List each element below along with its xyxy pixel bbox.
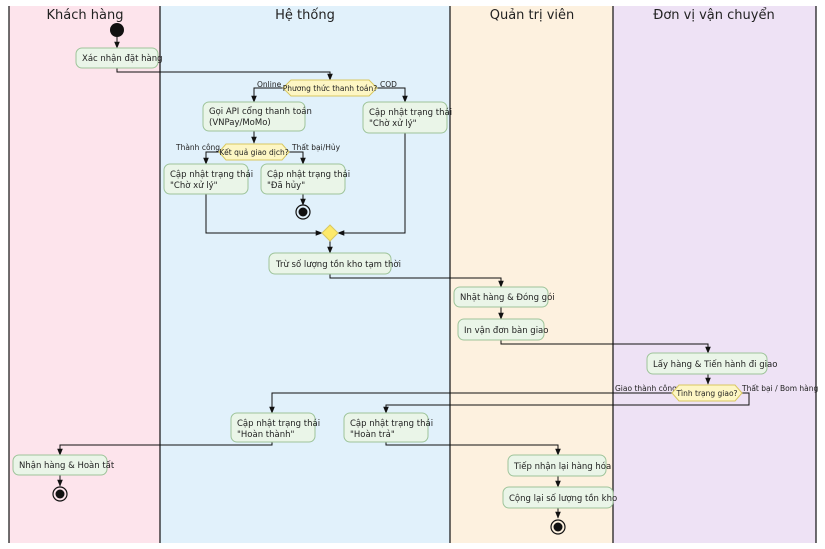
action-print-slip: In vận đơn bàn giao — [457, 318, 548, 341]
action-success-status: Cập nhật trạng thái "Chờ xử lý" — [163, 163, 253, 195]
action-return-status-label-1: Cập nhật trạng thái — [350, 419, 433, 429]
edge-label-online: Online — [257, 80, 282, 89]
lane-title-system: Hệ thống — [275, 8, 335, 23]
action-cod-status: Cập nhật trạng thái "Chờ xử lý" — [362, 101, 452, 134]
action-complete-status: Cập nhật trạng thái "Hoàn thành" — [230, 412, 320, 443]
decision-delivery-status-label: Tình trạng giao? — [675, 389, 737, 398]
edge — [203, 151, 219, 165]
decision-transaction-result-label: Kết quả giao dịch? — [219, 148, 288, 157]
edge-label-delivered: Giao thành công — [615, 384, 677, 393]
edge — [57, 442, 273, 456]
action-cancel-status-label-1: Cập nhật trạng thái — [267, 170, 350, 180]
action-call-payment-api-label-1: Gọi API cổng thanh toán — [209, 106, 312, 117]
edge — [385, 442, 561, 456]
merge-node — [321, 224, 339, 242]
decision-transaction-result: Kết quả giao dịch? — [218, 143, 290, 161]
edge — [289, 151, 306, 165]
action-cod-status-label-2: "Chờ xử lý" — [369, 118, 417, 129]
action-receive-complete: Nhận hàng & Hoàn tất — [12, 454, 115, 476]
edge — [116, 68, 333, 81]
action-confirm-order-label: Xác nhận đặt hàng — [82, 54, 163, 64]
lane-admin-bg — [450, 6, 613, 543]
lane-shipping-bg — [613, 6, 816, 543]
action-return-status: Cập nhật trạng thái "Hoàn trả" — [343, 412, 433, 443]
end-node-completed — [52, 486, 68, 502]
action-pick-pack-label: Nhặt hàng & Đóng gói — [460, 292, 555, 303]
action-complete-status-label-1: Cập nhật trạng thái — [237, 419, 320, 429]
lane-customer-bg — [9, 6, 160, 543]
edge — [251, 87, 283, 103]
edge — [337, 133, 406, 236]
end-node-restocked — [550, 519, 566, 535]
edge — [205, 194, 323, 236]
action-reduce-stock: Trừ số lượng tồn kho tạm thời — [268, 252, 401, 275]
edge-label-cod: COD — [380, 80, 397, 89]
action-return-status-label-2: "Hoàn trả" — [350, 429, 395, 440]
action-pick-pack: Nhặt hàng & Đóng gói — [453, 286, 555, 308]
lane-title-customer: Khách hàng — [47, 8, 124, 23]
action-restock-label: Cộng lại số lượng tồn kho — [509, 493, 617, 504]
action-receive-complete-label: Nhận hàng & Hoàn tất — [19, 460, 115, 471]
action-call-payment-api-label-2: (VNPay/MoMo) — [209, 118, 271, 128]
edge-label-failed-bomb: Thất bại / Bom hàng — [741, 384, 819, 393]
action-confirm-order: Xác nhận đặt hàng — [75, 47, 163, 69]
decision-payment-method-label: Phương thức thanh toán? — [283, 84, 378, 93]
end-node-cancelled — [295, 204, 311, 220]
action-success-status-label-1: Cập nhật trạng thái — [170, 170, 253, 180]
action-print-slip-label: In vận đơn bàn giao — [464, 326, 548, 336]
action-pickup-deliver: Lấy hàng & Tiến hành đi giao — [646, 352, 777, 375]
action-cod-status-label-1: Cập nhật trạng thái — [369, 108, 452, 118]
action-receive-returned-label: Tiếp nhận lại hàng hóa — [513, 461, 611, 472]
action-pickup-deliver-label: Lấy hàng & Tiến hành đi giao — [653, 359, 777, 370]
edge — [377, 87, 408, 103]
action-cancel-status: Cập nhật trạng thái "Đã hủy" — [260, 163, 350, 195]
decision-payment-method: Phương thức thanh toán? — [282, 79, 378, 97]
edge — [269, 392, 672, 414]
decision-delivery-status: Tình trạng giao? — [671, 384, 743, 402]
edge-label-success: Thành công — [175, 143, 220, 152]
action-reduce-stock-label: Trừ số lượng tồn kho tạm thời — [275, 259, 401, 270]
action-restock: Cộng lại số lượng tồn kho — [502, 486, 617, 509]
edge — [383, 392, 750, 414]
action-receive-returned: Tiếp nhận lại hàng hóa — [507, 454, 611, 477]
start-node — [110, 23, 124, 37]
action-complete-status-label-2: "Hoàn thành" — [237, 430, 295, 440]
lane-title-admin: Quản trị viên — [490, 8, 575, 23]
edge — [329, 274, 504, 288]
edge — [500, 340, 711, 354]
lane-title-shipping: Đơn vị vận chuyển — [653, 8, 774, 23]
action-cancel-status-label-2: "Đã hủy" — [267, 180, 305, 191]
edge-label-failed-cancel: Thất bại/Hủy — [291, 143, 341, 152]
action-call-payment-api: Gọi API cổng thanh toán (VNPay/MoMo) — [202, 101, 312, 132]
action-success-status-label-2: "Chờ xử lý" — [170, 180, 218, 191]
